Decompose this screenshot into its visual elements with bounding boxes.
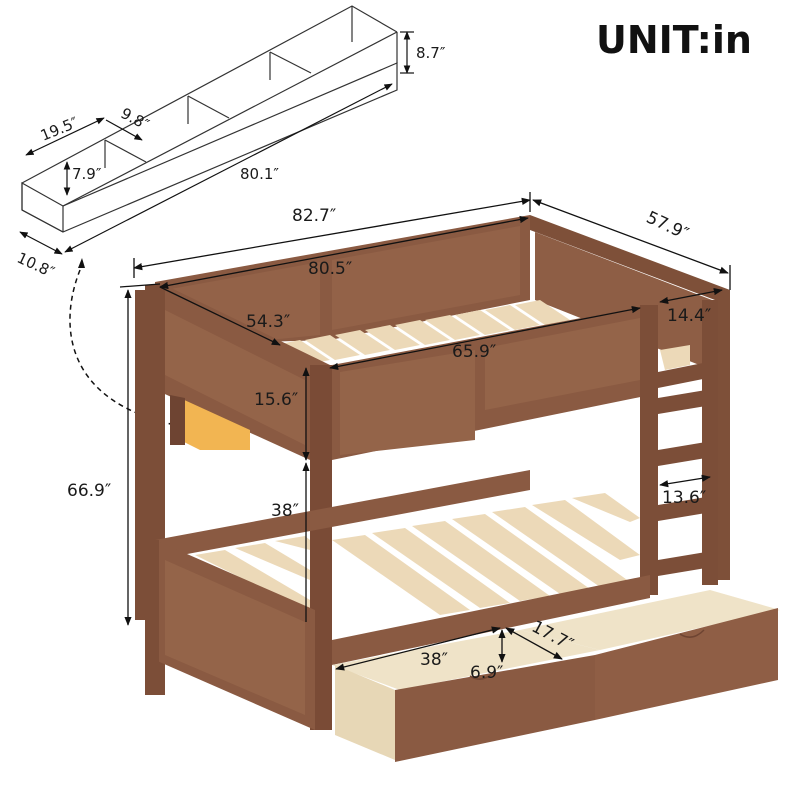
- drawer-height-label: 6.9″: [470, 663, 504, 683]
- shelf-dimension-lines: [19, 31, 414, 255]
- shelf-box-drawing: [21, 5, 398, 233]
- lower-slats: [195, 493, 640, 615]
- shelf-inner-height-label: 7.9″: [72, 165, 102, 183]
- guardrail-height-label: 15.6″: [254, 390, 299, 410]
- bed-overall-length-label: 82.7″: [292, 206, 337, 226]
- bed-overall-height-label: 66.9″: [67, 481, 112, 501]
- bed-dimension-lines: [119, 192, 731, 671]
- ladder-width-label: 13.6″: [662, 488, 707, 508]
- drawer-length-label: 38″: [420, 650, 448, 670]
- bed-inner-width-label: 54.3″: [246, 312, 291, 332]
- ladder-opening-label: 14.4″: [667, 306, 712, 326]
- shelf-length-label: 80.1″: [240, 165, 280, 183]
- guardrail-opening-label: 65.9″: [452, 342, 497, 362]
- under-bunk-clearance-label: 38″: [271, 501, 299, 521]
- ladder: [640, 300, 718, 595]
- unit-label: UNIT:in: [596, 18, 752, 62]
- shelf-height-label: 8.7″: [416, 44, 446, 62]
- bed-inner-length-label: 80.5″: [308, 259, 353, 279]
